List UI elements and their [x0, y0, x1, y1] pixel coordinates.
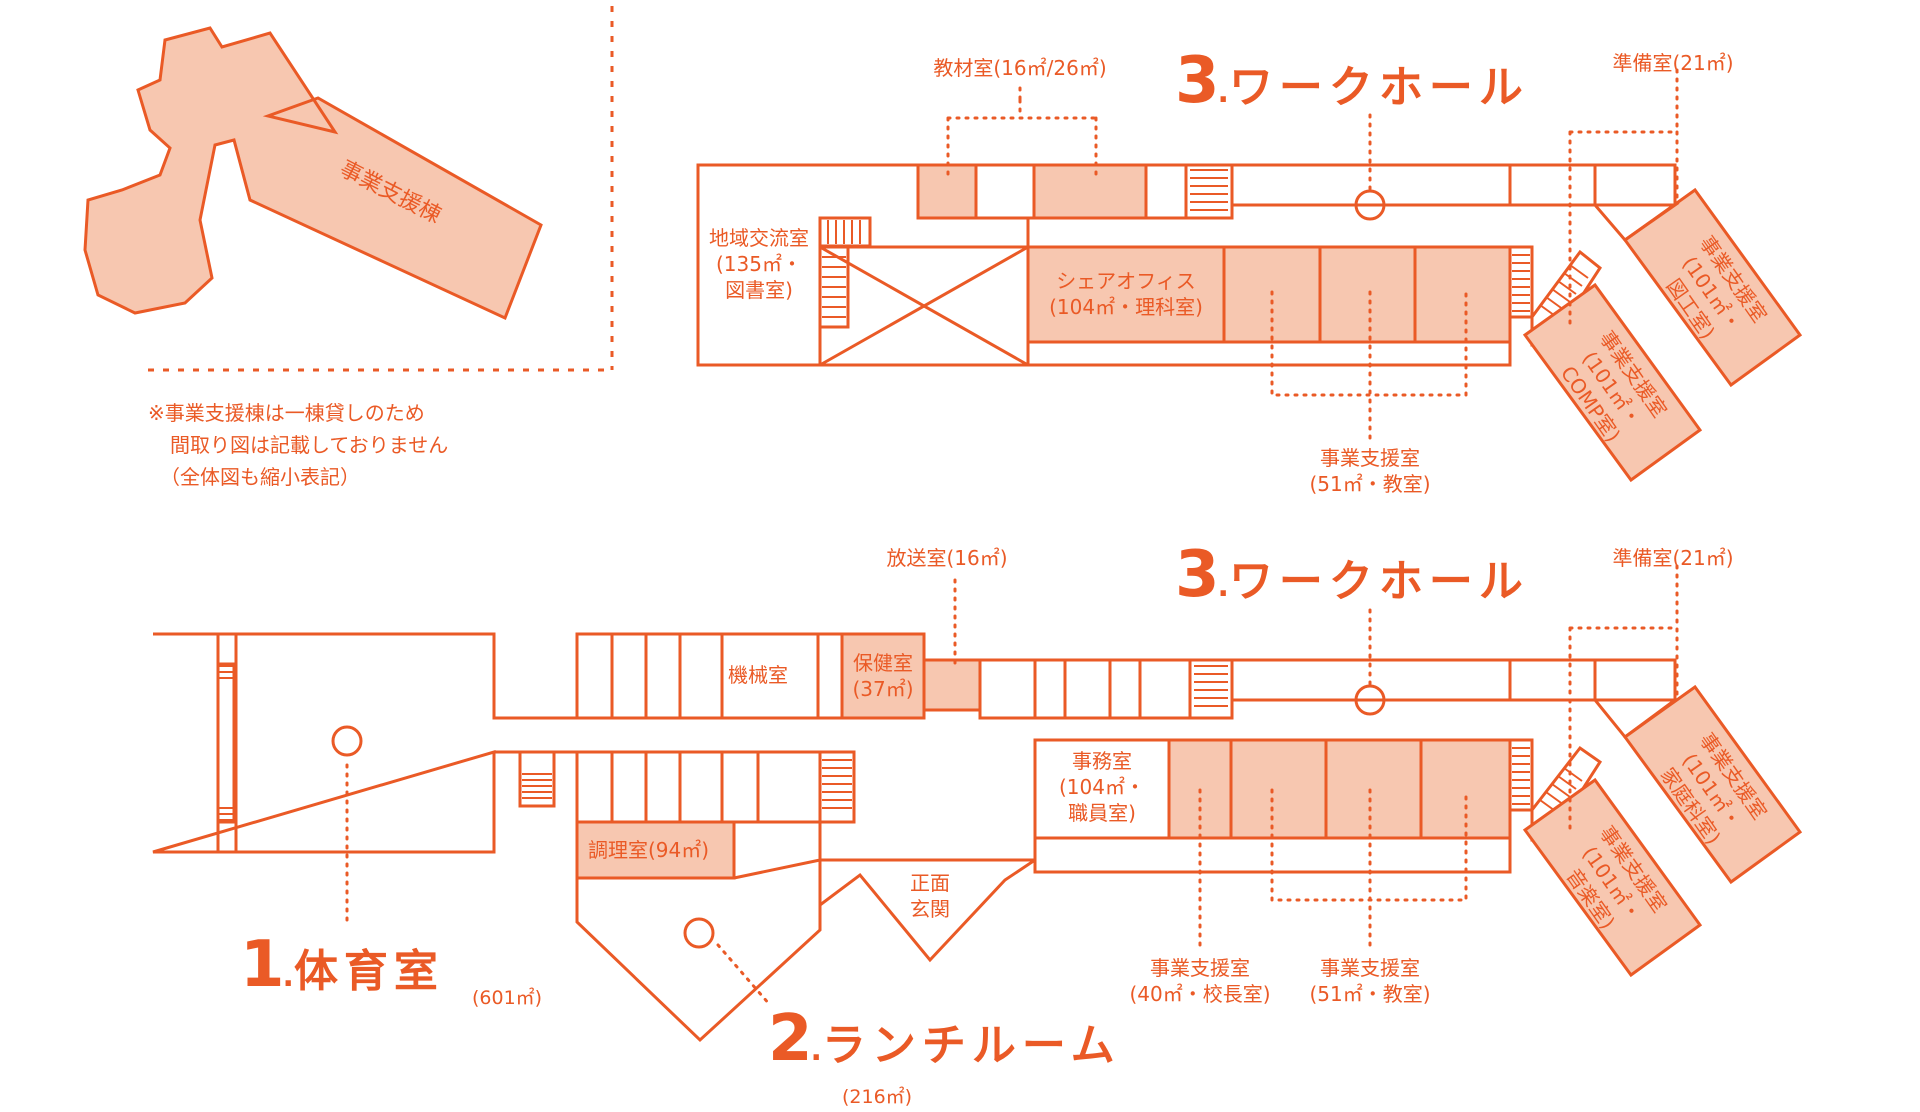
lower-room-broadcast: [922, 658, 982, 712]
leader-prep-upper: [1568, 68, 1679, 332]
lower-classroom-line-2: (51㎡・教室): [1309, 982, 1431, 1006]
upper-community-line-1: 地域交流室: [709, 226, 809, 250]
upper-wall: [1510, 245, 1534, 319]
lower-room-small: [816, 632, 844, 720]
lower-office-label: 事務室 (104㎡・ 職員室): [1035, 748, 1169, 826]
lower-hall-marker: [1354, 684, 1386, 716]
lower-room-support-2: [1324, 738, 1423, 840]
lower-stairs-top: [1188, 658, 1234, 720]
gym-area: (601㎡): [472, 987, 543, 1009]
upper-stairs-top: [1184, 163, 1234, 220]
upper-classroom-line-2: (51㎡・教室): [1309, 472, 1431, 496]
upper-share-office-line-2: (104㎡・理科室): [1049, 295, 1203, 319]
lower-hall-number: 3: [1175, 538, 1220, 612]
lower-stairs-east: [1508, 738, 1534, 812]
lower-gym-stage-stairs: [219, 665, 234, 821]
lower-room-support-1: [1229, 738, 1328, 840]
lower-lunch-room: [575, 860, 822, 1043]
upper-community-line-2: (135㎡・: [716, 252, 802, 276]
lower-kitchen-label: 調理室(94㎡): [588, 838, 710, 862]
upper-room-small: [974, 163, 1036, 220]
leader-classroom-upper: [1270, 290, 1468, 442]
upper-share-office-line-1: シェアオフィス: [1056, 269, 1196, 293]
lower-lunch-marker: [683, 917, 715, 949]
lunch-title: 2.ランチルーム: [768, 1002, 1121, 1076]
lower-principal-label: 事業支援室 (40㎡・校長室): [1110, 955, 1290, 1007]
upper-community-line-3: 図書室): [725, 278, 793, 302]
lower-stairs-west: [518, 750, 556, 808]
gym-name: 体育室: [293, 946, 444, 997]
overview-note-line-2: 間取り図は記載しておりません: [170, 433, 449, 457]
lower-entrance-label: 正面 玄関: [895, 870, 965, 922]
lower-health-label: 保健室 (37㎡): [842, 650, 924, 702]
gym-number: 1: [240, 928, 285, 1002]
lower-hall-name: ワークホール: [1228, 556, 1529, 607]
lower-classroom-line-1: 事業支援室: [1320, 956, 1420, 980]
lower-entrance: [819, 858, 1036, 963]
lower-floor-plan: [152, 564, 1803, 1043]
upper-floor-plan: [696, 68, 1803, 483]
lower-broadcast-label: 放送室(16㎡): [886, 546, 1008, 570]
lower-principal-line-1: 事業支援室: [1150, 956, 1250, 980]
lower-room-health: [840, 632, 926, 720]
upper-room-support-3: [1413, 245, 1512, 344]
lower-classroom-label: 事業支援室 (51㎡・教室): [1290, 955, 1450, 1007]
lower-room-support-3: [1419, 738, 1512, 840]
annex-building-shape: [83, 26, 543, 321]
upper-materials-label: 教材室(16㎡/26㎡): [933, 56, 1107, 80]
upper-room-support-comp: [1522, 282, 1703, 483]
upper-hall-title: 3.ワークホール: [1175, 44, 1529, 118]
lower-north-corridor: [924, 658, 1234, 720]
overview-note-line-3: （全体図も縮小表記）: [160, 465, 360, 489]
lower-gym-stage-inner: [216, 662, 236, 824]
lower-office-line-2: (104㎡・: [1059, 775, 1145, 799]
gym-title: 1.体育室: [240, 928, 444, 1002]
lunch-number: 2: [768, 1002, 813, 1076]
lunch-name: ランチルーム: [821, 1020, 1121, 1071]
upper-classroom-line-1: 事業支援室: [1320, 446, 1420, 470]
upper-share-office-label: シェアオフィス (104㎡・理科室): [1028, 268, 1224, 320]
overview-map: [83, 6, 614, 372]
lower-hall-title: 3.ワークホール: [1175, 538, 1529, 612]
lunch-area: (216㎡): [842, 1086, 913, 1108]
lower-room-office: [1033, 738, 1171, 840]
upper-void-cross: [819, 245, 1029, 367]
upper-room-materials-b: [1032, 163, 1148, 220]
upper-stairs-right: [1508, 245, 1534, 319]
upper-prep-label: 準備室(21㎡): [1612, 51, 1734, 75]
lower-stairs-mid: [818, 750, 856, 824]
leader-classroom-lower: [1270, 788, 1468, 947]
lower-entrance-line-2: 玄関: [910, 897, 950, 921]
lower-room-support-home: [1622, 684, 1803, 885]
leader-materials: [946, 116, 1098, 182]
lower-prep-room: [1508, 658, 1597, 702]
lower-machine-label: 機械室: [728, 663, 788, 687]
upper-community-label: 地域交流室 (135㎡・ 図書室): [700, 225, 818, 303]
upper-room-share-office: [1026, 245, 1226, 344]
leader-lunch: [716, 943, 772, 1007]
lower-office-line-1: 事務室: [1072, 749, 1132, 773]
lower-health-line-1: 保健室: [853, 651, 913, 675]
upper-classroom-label: 事業支援室 (51㎡・教室): [1290, 445, 1450, 497]
lower-office-line-3: 職員室): [1068, 801, 1136, 825]
lower-corridor-right: [1232, 658, 1677, 702]
lower-health-line-2: (37㎡): [852, 677, 914, 701]
lower-entrance-line-1: 正面: [910, 871, 950, 895]
lower-prep-label: 準備室(21㎡): [1612, 546, 1734, 570]
upper-hall-name: ワークホール: [1228, 62, 1529, 113]
lower-gym-marker: [331, 725, 363, 757]
leader-prep-lower: [1568, 564, 1679, 832]
overview-note-line-1: ※事業支援棟は一棟貸しのため: [148, 401, 425, 425]
upper-wall: [1591, 203, 1680, 243]
upper-hall-number: 3: [1175, 44, 1220, 118]
upper-connector-stairs: [1539, 264, 1589, 319]
lower-wall: [733, 740, 1037, 880]
lower-room-machine: [720, 632, 820, 720]
upper-hall-marker: [1354, 189, 1386, 221]
lower-principal-line-2: (40㎡・校長室): [1129, 982, 1271, 1006]
upper-prep-room: [1508, 163, 1597, 207]
upper-room-support-2: [1318, 245, 1417, 344]
